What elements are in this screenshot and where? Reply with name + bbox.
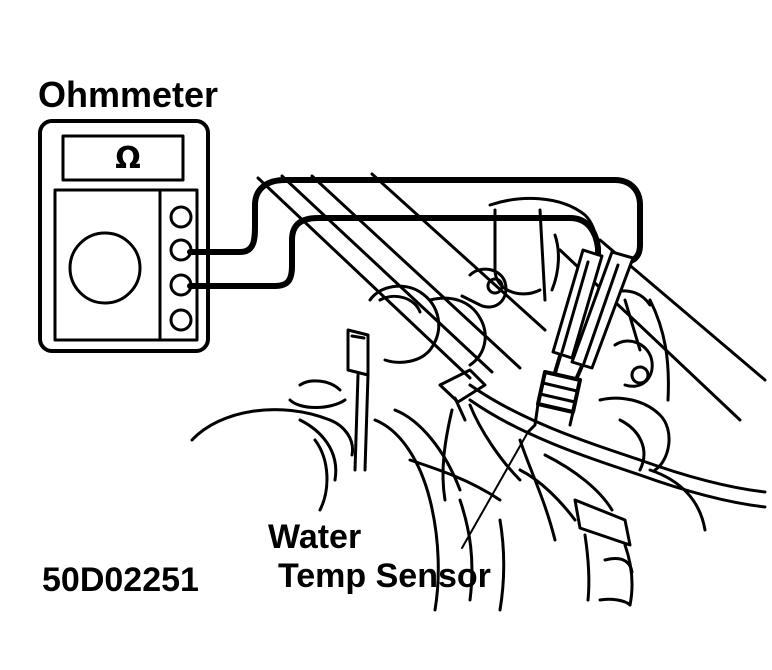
test-leads [187, 177, 643, 289]
ohmmeter-icon [38, 119, 210, 353]
test-probe-icon [551, 248, 635, 386]
sensor-label-line1: Water [268, 518, 362, 556]
ohm-symbol: Ω [115, 141, 141, 176]
instrument-label: Ohmmeter [38, 74, 219, 115]
sensor-label-line2: Temp Sensor [278, 557, 491, 595]
figure-code: 50D02251 [42, 561, 199, 599]
sensor-icon [526, 370, 582, 434]
leader-line [461, 431, 529, 549]
